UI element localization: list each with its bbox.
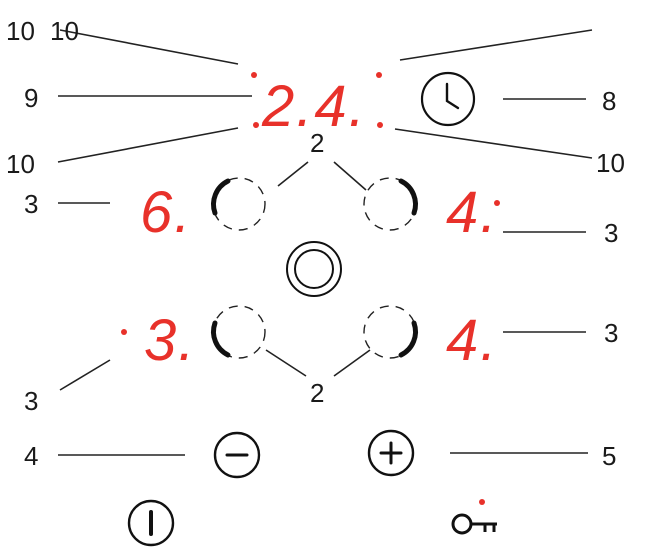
leader-zone-pair-top-left: [277, 161, 309, 187]
leader-rear-left: [59, 359, 111, 391]
power-icon: [127, 499, 175, 547]
key-lock-shaft: [471, 522, 497, 532]
callout-rear-left: 3: [24, 386, 38, 416]
callout-front-right: 3: [604, 218, 618, 248]
power-button[interactable]: [127, 499, 175, 547]
callout-timer-b: 10: [50, 16, 79, 46]
zone-selector-rear-left[interactable]: [211, 305, 266, 359]
timer-display: 2.4.: [251, 72, 383, 139]
zone-front-right-display: 4.: [446, 180, 498, 245]
leader-zone-pair-bottom-right: [333, 349, 371, 377]
timer-indicator-dot-top-right: [376, 72, 382, 78]
center-zone-button[interactable]: [286, 241, 342, 297]
zone-rear-left-display: 3.: [144, 308, 196, 373]
callout-clock: 8: [602, 86, 616, 116]
leader-timer-top-left: [59, 29, 239, 65]
key-lock-button[interactable]: [451, 499, 497, 535]
zone-ring-front-right-active: [398, 178, 418, 216]
plus-circle-icon: [367, 429, 415, 477]
timer-indicator-dot-low-left: [253, 122, 259, 128]
timer-indicator-dot-top-left: [251, 72, 257, 78]
callout-minus: 4: [24, 441, 38, 471]
timer-indicator-dot-low-right: [377, 122, 383, 128]
zone-selector-rear-right[interactable]: [363, 305, 418, 359]
zone-ring-rear-right-active: [398, 320, 418, 358]
key-lock-icon: [451, 513, 473, 535]
zone-rear-right-display: 4.: [446, 308, 498, 373]
zone-ring-rear-left-active: [211, 320, 231, 358]
clock-button[interactable]: [420, 71, 476, 127]
zone-front-left-display: 6.: [140, 180, 192, 245]
double-ring-icon-inner: [294, 249, 334, 289]
callout-timer-a: 10: [6, 16, 35, 46]
callout-zone-pair-top: 2: [310, 128, 324, 158]
zone-selector-front-left[interactable]: [211, 177, 266, 231]
callout-numbers: 10 10 9 10 8 10 2 3 3 3 3 2 4 5: [6, 16, 625, 471]
leader-timer-left-low: [57, 127, 239, 163]
callout-timer-left-mid: 9: [24, 83, 38, 113]
zone-ring-front-left-active: [211, 178, 231, 216]
zone-front-right-dot: [494, 200, 500, 206]
zone-rear-left-dot: [121, 329, 127, 335]
zone-selector-front-right[interactable]: [363, 177, 418, 231]
clock-icon: [420, 71, 476, 127]
leader-lines: [57, 29, 593, 456]
key-lock-indicator-dot: [479, 499, 485, 505]
callout-front-left: 3: [24, 189, 38, 219]
leader-zone-pair-top-right: [333, 161, 367, 191]
minus-circle-icon: [213, 431, 261, 479]
callout-plus: 5: [602, 441, 616, 471]
callout-timer-right-low: 10: [596, 148, 625, 178]
leader-timer-top-right: [399, 29, 593, 61]
clock-hands: [445, 82, 460, 110]
callout-zone-pair-bottom: 2: [310, 378, 324, 408]
callout-timer-left-low: 10: [6, 149, 35, 179]
leader-timer-right-low: [394, 128, 593, 159]
minus-button[interactable]: [213, 431, 261, 479]
callout-rear-right: 3: [604, 318, 618, 348]
timer-digits: 2.4.: [261, 74, 367, 139]
double-ring-icon-outer: [286, 241, 342, 297]
plus-button[interactable]: [367, 429, 415, 477]
leader-zone-pair-bottom-left: [265, 349, 307, 377]
